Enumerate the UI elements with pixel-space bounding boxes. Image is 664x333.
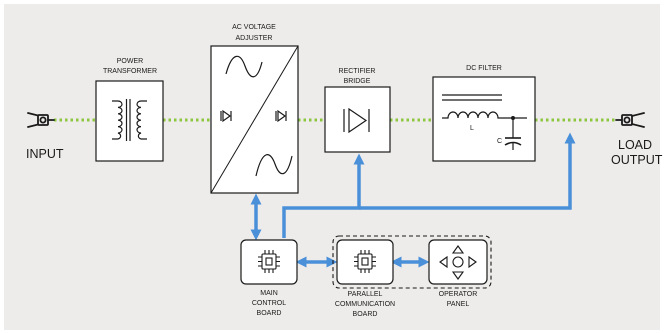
transformer-icon [112,99,147,141]
chip-icon [258,250,280,273]
ac-voltage-adjuster-label-line2: ADJUSTER [236,35,273,42]
power-transformer-label-line1: POWER [117,58,143,65]
diode-icon [275,109,287,123]
capacitor-icon [504,115,522,150]
capacitor-label: C [497,138,502,145]
diode-icon [343,107,370,134]
dc-filter-label: DC FILTER [466,65,502,72]
parallel-communication-board-label-line2: COMMUNICATION [335,301,395,308]
operator-panel-label-line1: OPERATOR [439,291,478,298]
sine-wave-icon [255,154,293,177]
inductor-label: L [470,125,474,132]
main-control-board-label-line3: BOARD [257,310,282,317]
inductor-icon [442,94,527,119]
rectifier-bridge-label-line2: BRIDGE [344,78,371,85]
main-control-board-box [240,239,298,285]
parallel-option-group [332,235,492,289]
dpad-icon [439,245,477,280]
input-plug-icon [27,112,55,128]
signal-arrows [250,132,576,268]
parallel-communication-board-box [336,239,394,285]
input-label: INPUT [26,147,64,161]
adjuster-divider [210,45,299,194]
rectifier-bridge-label-line1: RECTIFIER [339,68,376,75]
arrow-main-dcfilter [359,132,576,210]
diagram-background [4,4,660,330]
arrow-main-rectifier [282,153,365,238]
dc-filter-box [432,76,536,162]
main-control-board-label-line2: CONTROL [252,300,286,307]
load-output-label-line1: LOAD [618,138,652,152]
operator-panel-label-line2: PANEL [447,301,470,308]
main-control-board-label-line1: MAIN [260,290,278,297]
parallel-communication-board-label-line1: PARALLEL [348,291,383,298]
power-transformer-label-line2: TRANSFORMER [103,68,157,75]
diode-icon [220,109,232,123]
load-output-label-line2: OUTPUT [611,153,663,167]
sine-wave-icon [225,55,263,78]
output-plug-icon [615,112,645,128]
parallel-communication-board-label-line3: BOARD [353,311,378,318]
ac-voltage-adjuster-label-line1: AC VOLTAGE [232,24,276,31]
operator-panel-box [428,239,488,285]
chip-icon [354,250,376,273]
